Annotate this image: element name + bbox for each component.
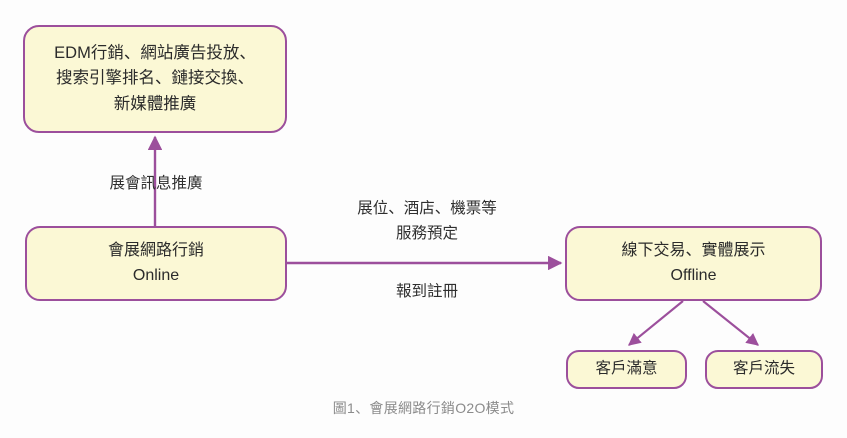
edge-offline-to-churn — [702, 300, 759, 346]
node-offline-subtitle: Offline — [670, 266, 717, 284]
edge-label-promotion-text: 展會訊息推廣 — [109, 175, 203, 192]
node-satisfied-label: 客戶滿意 — [595, 360, 658, 378]
node-online-subtitle: Online — [132, 266, 180, 284]
node-churn-label: 客戶流失 — [732, 360, 795, 378]
node-channels-line-3: 新媒體推廣 — [113, 94, 197, 113]
edge-label-registration: 報到註冊 — [352, 279, 502, 304]
node-channels-line-1: EDM行銷、網站廣告投放、 — [54, 43, 256, 62]
edge-label-registration-text: 報到註冊 — [395, 283, 458, 300]
edge-offline-to-satisfied — [628, 300, 684, 346]
edge-label-booking: 展位、酒店、機票等 服務預定 — [332, 196, 522, 246]
node-customer-satisfied[interactable]: 客戶滿意 — [566, 350, 687, 389]
edge-label-booking-line-2: 服務預定 — [395, 225, 458, 243]
node-online[interactable]: 會展網路行銷 Online — [25, 226, 287, 301]
node-online-title: 會展網路行銷 — [107, 241, 204, 259]
figure-caption: 圖1、會展網路行銷O2O模式 — [332, 400, 515, 416]
node-online-marketing-channels[interactable]: EDM行銷、網站廣告投放、 搜索引擎排名、鏈接交換、 新媒體推廣 — [23, 25, 287, 133]
edge-label-promotion: 展會訊息推廣 — [85, 171, 227, 196]
node-offline-title: 線下交易、實體展示 — [621, 241, 766, 259]
node-channels-line-2: 搜索引擎排名、鏈接交換、 — [56, 69, 254, 88]
node-customer-churn[interactable]: 客戶流失 — [705, 350, 823, 389]
node-offline[interactable]: 線下交易、實體展示 Offline — [565, 226, 822, 301]
edge-label-booking-line-1: 展位、酒店、機票等 — [357, 200, 497, 217]
